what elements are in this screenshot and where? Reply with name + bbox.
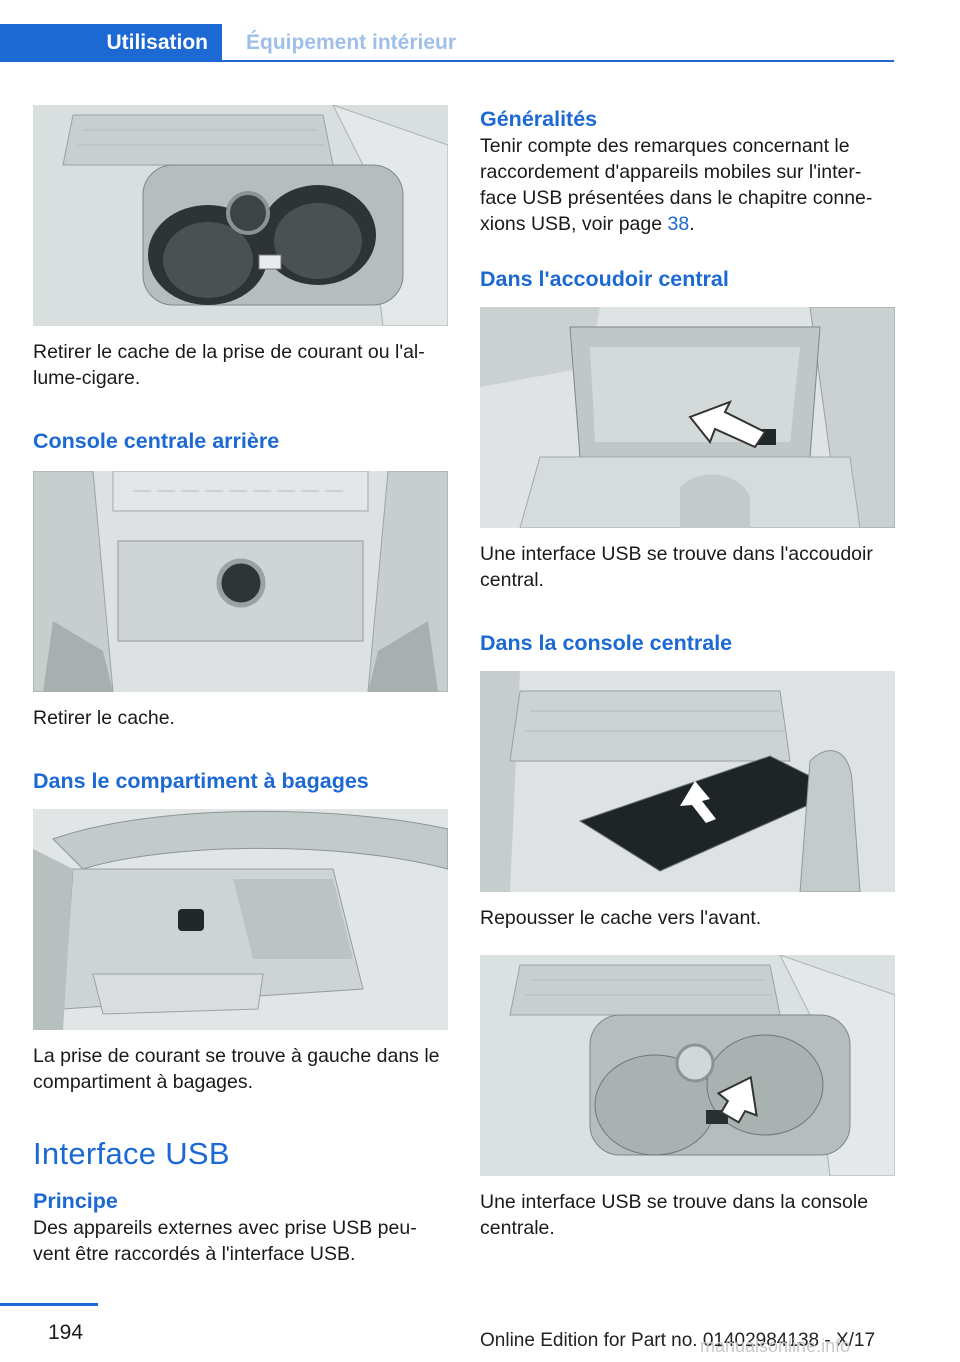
general-text: Tenir compte des remarques concernant le…: [480, 133, 890, 237]
caption-remove-socket-cover: Retirer le cache de la prise de courant …: [33, 341, 425, 389]
right-column: Généralités Tenir compte des remarques c…: [480, 105, 895, 1241]
page-header: Utilisation Équipement intérieur: [0, 0, 960, 62]
general-text-body: Tenir compte des remarques concernant le…: [480, 135, 873, 235]
caption-center-console-usb: Une interface USB se trouve dans la cons…: [480, 1191, 869, 1239]
figure-armrest-usb: [480, 307, 895, 528]
caption-armrest-usb: Une interface USB se trouve dans l'accou…: [480, 543, 873, 591]
caption-luggage-socket: La prise de courant se trouve à gauche d…: [33, 1045, 440, 1093]
figure-center-console-usb: [480, 955, 895, 1176]
figure-cup-holder-socket: [33, 105, 448, 326]
caption-remove-cover: Retirer le cache.: [33, 707, 175, 729]
page-number: 194: [48, 1321, 84, 1344]
footer-divider: [0, 1303, 98, 1306]
principle-text: Des appareils externes avec prise USB pe…: [33, 1217, 417, 1265]
heading-luggage-compartment: Dans le compartiment à bagages: [33, 769, 369, 793]
heading-usb-interface: Interface USB: [33, 1136, 230, 1171]
caption-push-cover: Repousser le cache vers l'avant.: [480, 907, 762, 929]
tab-utilisation[interactable]: Utilisation: [0, 24, 222, 62]
figure-rear-console-socket: [33, 471, 448, 692]
figure-luggage-socket: [33, 809, 448, 1030]
tab-equipement-interieur[interactable]: Équipement intérieur: [246, 31, 457, 54]
figure-push-cover: [480, 671, 895, 892]
page-link-38[interactable]: 38: [667, 213, 690, 235]
heading-general: Généralités: [480, 107, 598, 131]
heading-armrest: Dans l'accoudoir central: [480, 267, 729, 291]
heading-center-console: Dans la console centrale: [480, 631, 733, 655]
watermark: manualsonline.info: [700, 1336, 851, 1356]
general-text-end: .: [689, 213, 695, 235]
edition-text: Online Edition for Part no. 01402984138 …: [480, 1330, 876, 1351]
header-divider: [0, 60, 894, 62]
left-column: Retirer le cache de la prise de courant …: [33, 105, 448, 1267]
heading-rear-console: Console centrale arrière: [33, 429, 280, 453]
heading-principle: Principe: [33, 1189, 118, 1213]
